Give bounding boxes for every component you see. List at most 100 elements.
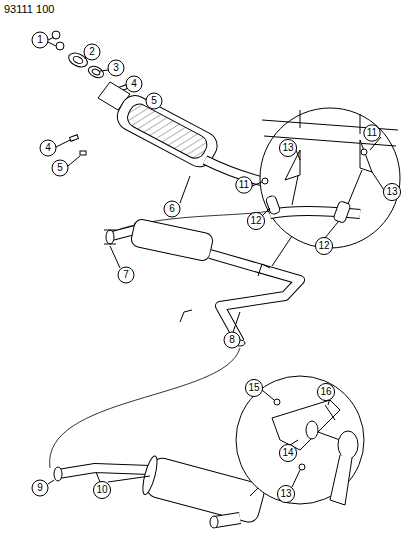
callout-number: 16: [320, 387, 331, 397]
clamp: [110, 246, 120, 268]
muffler-hanger-detail: [306, 421, 318, 439]
muffler-hanger-detail: [236, 376, 364, 505]
callout-circle: [317, 383, 334, 400]
callout-number: 12: [250, 216, 261, 226]
hanger-detail: [325, 222, 338, 238]
callout-circle: [32, 32, 401, 503]
callout-number: 11: [367, 128, 377, 138]
muffler-hanger-detail: [236, 376, 364, 504]
clamp: [106, 230, 114, 244]
resonator-pipe: [130, 218, 214, 262]
muffler-hanger-detail: [250, 488, 258, 496]
resonator-pipe: [210, 254, 300, 342]
muffler: [58, 468, 150, 474]
callout-number: 3: [113, 63, 119, 73]
figure-number: 93111 100: [4, 4, 54, 14]
callout-number: 4: [45, 143, 51, 153]
callout-circle: [32, 32, 48, 48]
muffler-hanger-detail: [330, 455, 352, 505]
hanger-detail: [260, 108, 400, 248]
callout-circle: [236, 177, 252, 193]
bolt: [68, 156, 80, 166]
muffler: [96, 472, 100, 482]
muffler-hanger-detail: [299, 464, 305, 470]
callout-number: 15: [248, 383, 259, 393]
muffler: [108, 476, 150, 482]
callout-number: 2: [89, 47, 95, 57]
clamp: [54, 467, 62, 481]
bolt: [56, 140, 70, 147]
callout-circle: [40, 140, 56, 156]
callout-circle: [277, 485, 294, 502]
nut: [48, 37, 54, 40]
muffler: [215, 518, 240, 522]
hanger-detail: [296, 150, 300, 160]
callout-number: 5: [57, 163, 63, 173]
muffler-hanger-detail: [338, 431, 358, 459]
exhaust-parts: [50, 348, 240, 468]
callout-number: 13: [282, 143, 293, 153]
hanger-detail: [272, 236, 292, 266]
callout-circle: [164, 201, 180, 217]
muffler: [140, 455, 160, 496]
callout-circle: [118, 267, 134, 283]
hanger-detail: [361, 149, 367, 155]
hanger-detail: [265, 195, 281, 215]
callout-number: 8: [229, 335, 235, 345]
clamp: [48, 480, 54, 484]
muffler: [210, 516, 218, 528]
catalytic-converter: [180, 176, 190, 203]
resonator-pipe: [180, 264, 270, 322]
nut: [48, 31, 64, 50]
gasket: [72, 55, 84, 65]
callout-circle: [245, 379, 262, 396]
callout-circle: [279, 139, 296, 156]
callout-number: 10: [96, 485, 107, 495]
catalytic-converter: [124, 101, 210, 162]
callout-circle: [126, 76, 142, 92]
callout-number: 1: [37, 35, 43, 45]
hanger-detail: [252, 182, 262, 186]
hanger-detail: [262, 178, 268, 184]
callout-circle: [52, 160, 68, 176]
muffler-hanger-detail: [274, 399, 280, 405]
resonator-pipe: [130, 218, 214, 262]
hanger-detail: [252, 108, 400, 266]
bolt: [80, 151, 86, 155]
muffler-hanger-detail: [292, 470, 300, 487]
callout-circle: [146, 93, 162, 109]
resonator-pipe: [232, 312, 240, 335]
bolt: [70, 135, 79, 141]
callout-number: 13: [280, 489, 291, 499]
callout-circle: [32, 480, 48, 496]
clamp: [104, 230, 120, 268]
callout-number: 9: [37, 483, 43, 493]
hanger-detail: [372, 172, 384, 190]
hanger-detail: [360, 140, 372, 172]
hanger-detail: [262, 208, 270, 216]
resonator-pipe: [112, 218, 300, 346]
clamp: [48, 467, 62, 484]
nut: [48, 42, 56, 46]
callout-circle: [93, 481, 110, 498]
callout-circle: [279, 444, 296, 461]
resonator-pipe: [210, 254, 300, 342]
callout-circle: [84, 44, 100, 60]
muffler: [58, 468, 150, 474]
muffler-hanger-detail: [272, 400, 340, 450]
gasket: [87, 64, 106, 80]
muffler-hanger-detail: [318, 405, 340, 440]
callout-number: 7: [123, 270, 129, 280]
muffler: [58, 455, 266, 528]
muffler: [215, 518, 240, 522]
muffler-hanger-detail: [290, 440, 298, 445]
callout-number: 4: [131, 79, 137, 89]
muffler-hanger-detail: [262, 390, 274, 400]
callout-circle: [247, 212, 264, 229]
resonator-pipe: [112, 230, 135, 236]
callout-number: 12: [318, 241, 329, 251]
exhaust-parts: [32, 31, 401, 528]
gasket: [100, 70, 108, 71]
